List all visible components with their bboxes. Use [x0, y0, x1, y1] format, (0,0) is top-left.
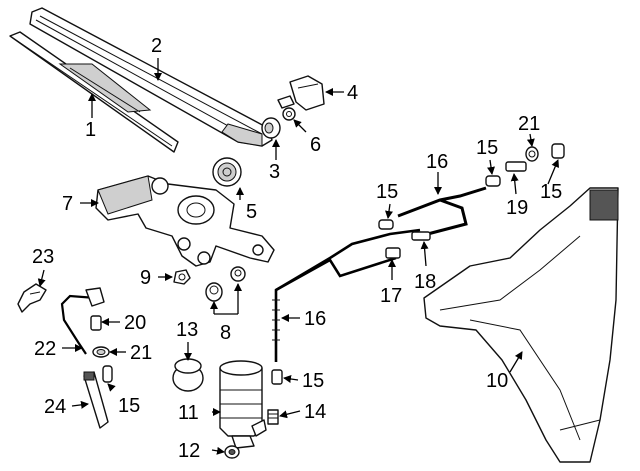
- callout-15-middle: 15: [302, 370, 324, 392]
- callout-21-upper: 21: [518, 113, 540, 135]
- callout-11: 11: [178, 402, 199, 424]
- callout-15-upper-left: 15: [376, 181, 398, 203]
- callout-17: 17: [380, 285, 402, 307]
- grommet: [212, 157, 242, 187]
- callout-labels: 1 2 3 4 5 6 7 8 9 10 11 12 13 14 15 15 1…: [32, 35, 562, 462]
- pump-grommet: [224, 445, 240, 459]
- callout-2: 2: [151, 35, 162, 57]
- arm-cover-cap: [277, 75, 325, 111]
- hose-piece-lower-left: [102, 365, 113, 383]
- callout-19: 19: [506, 197, 528, 219]
- callout-5: 5: [246, 201, 257, 223]
- mount-bushings: [205, 266, 246, 302]
- hose-piece-far-right: [551, 143, 565, 159]
- check-valve: [90, 315, 102, 331]
- wiper-arm: [29, 7, 273, 147]
- washer-line: [272, 228, 421, 362]
- connector-19: [505, 161, 527, 172]
- o-ring-upper: [525, 146, 539, 162]
- callout-4: 4: [347, 82, 358, 104]
- pump-seal: [172, 358, 204, 392]
- nut: [282, 107, 296, 121]
- callout-3: 3: [269, 161, 280, 183]
- callout-1: 1: [85, 119, 96, 141]
- callout-7: 7: [62, 193, 73, 215]
- washer-reservoir: [423, 187, 619, 463]
- wiper-motor: [95, 175, 275, 267]
- hose-piece-upper-right: [485, 175, 501, 187]
- callout-6: 6: [310, 134, 321, 156]
- callout-15-far-right: 15: [540, 181, 562, 203]
- callout-16-upper: 16: [426, 151, 448, 173]
- connector-18: [411, 231, 431, 241]
- callout-23: 23: [32, 246, 54, 268]
- callout-16-lower: 16: [304, 308, 326, 330]
- callout-21-lower: 21: [130, 342, 152, 364]
- washer-line-upper: [397, 186, 487, 238]
- callout-9: 9: [140, 267, 151, 289]
- o-ring-lower: [92, 346, 110, 358]
- callout-12: 12: [178, 440, 200, 462]
- washer-nozzle: [83, 371, 109, 429]
- hose-piece-middle: [271, 369, 283, 385]
- callout-20: 20: [124, 312, 146, 334]
- hose-clip: [17, 283, 47, 313]
- bolt: [173, 269, 191, 285]
- leader-lines: [37, 58, 559, 455]
- callout-13: 13: [176, 319, 198, 341]
- hose-piece-upper-left: [378, 219, 394, 230]
- callout-18: 18: [414, 271, 436, 293]
- connector-17: [385, 247, 401, 259]
- callout-10: 10: [486, 370, 508, 392]
- callout-14: 14: [304, 401, 326, 423]
- callout-22: 22: [34, 338, 56, 360]
- callout-15-lower-left: 15: [118, 395, 140, 417]
- bushing: [261, 117, 281, 139]
- callout-15-upper-right: 15: [476, 137, 498, 159]
- washer-pump: [219, 360, 267, 449]
- callout-24: 24: [44, 396, 66, 418]
- callout-8: 8: [220, 322, 231, 344]
- hose-connector: [267, 409, 279, 425]
